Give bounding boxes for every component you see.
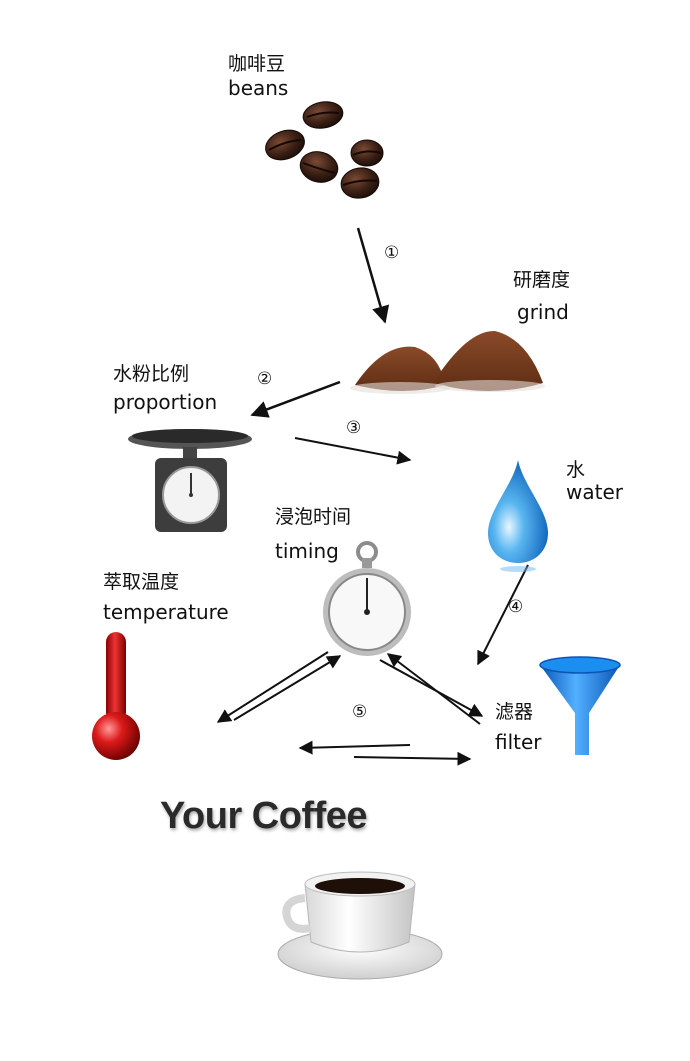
beans-label-cn: 咖啡豆 (228, 53, 286, 75)
filter-label-cn: 滤器 (495, 701, 534, 723)
water-label: 水 water (566, 458, 623, 504)
filter-label: 滤器 filter (495, 700, 542, 754)
grind-label-cn: 研磨度 (513, 269, 571, 291)
temperature-label-en: temperature (103, 600, 229, 624)
arrow-timing-filter-b (386, 653, 481, 725)
beans-label-en: beans (228, 76, 289, 100)
arrow-filter-temperature-a (298, 740, 411, 755)
arrow-timing-temperature-b (233, 655, 342, 721)
proportion-label: 水粉比例 proportion (113, 362, 217, 414)
grind-label: 研磨度 grind (513, 268, 570, 324)
funnel-filter-icon (539, 656, 621, 755)
step-1-marker: ① (384, 243, 400, 263)
grind-label-en: grind (517, 300, 569, 324)
water-label-cn: 水 (566, 459, 586, 481)
step-2-marker: ② (257, 369, 273, 389)
water-label-en: water (566, 480, 623, 504)
arrow-timing-filter-a (379, 659, 484, 717)
arrow-step-3 (294, 437, 412, 465)
timing-label-cn: 浸泡时间 (275, 506, 352, 528)
filter-label-en: filter (495, 730, 542, 754)
thermometer-icon (92, 632, 140, 760)
beans-label: 咖啡豆 beans (228, 52, 288, 100)
water-drop-icon (488, 460, 548, 572)
arrow-timing-temperature-a (216, 651, 329, 723)
coffee-cup-icon (277, 871, 443, 980)
timing-label-en: timing (275, 539, 339, 563)
step-5-marker: ⑤ (352, 702, 368, 722)
proportion-label-en: proportion (113, 390, 218, 414)
stopwatch-icon (323, 541, 411, 656)
temperature-label: 萃取温度 temperature (103, 570, 229, 624)
proportion-label-cn: 水粉比例 (113, 363, 190, 385)
temperature-label-cn: 萃取温度 (103, 571, 180, 593)
step-3-marker: ③ (346, 418, 362, 438)
arrow-step-1 (356, 227, 390, 324)
arrow-step-2 (250, 380, 341, 418)
page-title: Your Coffee (160, 795, 368, 837)
step-4-marker: ④ (508, 597, 524, 617)
arrow-filter-temperature-b (353, 751, 472, 766)
ground-coffee-icon (350, 330, 545, 394)
coffee-beans-icon (265, 101, 384, 199)
timing-label: 浸泡时间 timing (275, 505, 351, 563)
arrow-step-4 (477, 564, 529, 666)
kitchen-scale-icon (128, 429, 252, 532)
